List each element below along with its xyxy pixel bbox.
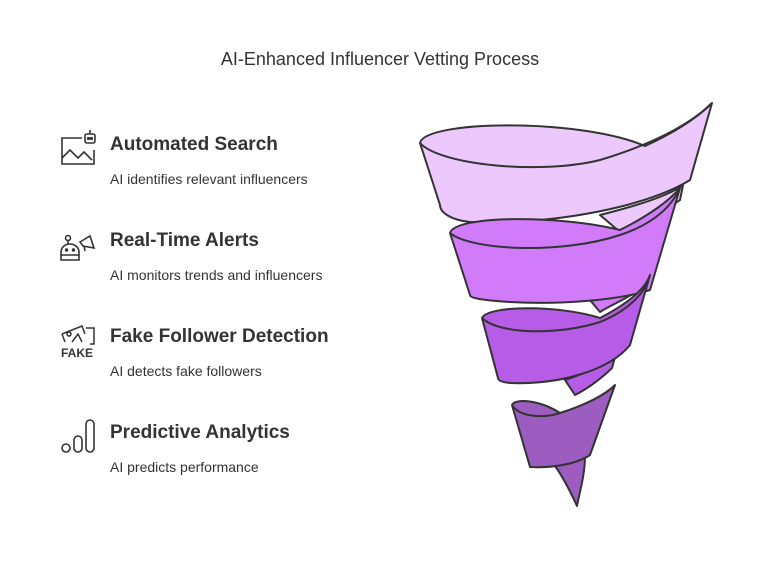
step-description: AI monitors trends and influencers xyxy=(110,267,323,283)
svg-text:FAKE: FAKE xyxy=(61,346,93,360)
fake-image-icon: FAKE xyxy=(61,325,95,360)
step-heading: Automated Search xyxy=(110,134,278,155)
step-heading: Fake Follower Detection xyxy=(110,326,329,347)
robot-megaphone-icon xyxy=(60,234,96,261)
step-heading: Predictive Analytics xyxy=(110,422,290,443)
step-description: AI detects fake followers xyxy=(110,363,262,379)
step-predictive-analytics: Predictive Analytics AI predicts perform… xyxy=(58,412,398,492)
diagram-title: AI-Enhanced Influencer Vetting Process xyxy=(220,49,540,69)
step-description: AI identifies relevant influencers xyxy=(110,171,308,187)
step-automated-search: Automated Search AI identifies relevant … xyxy=(58,124,398,204)
band-4 xyxy=(511,384,616,469)
band-4-tail xyxy=(554,454,586,507)
band-1 xyxy=(419,102,713,224)
step-real-time-alerts: Real-Time Alerts AI monitors trends and … xyxy=(58,220,398,300)
step-fake-follower-detection: FAKE Fake Follower Detection AI detects … xyxy=(58,316,398,396)
image-robot-icon xyxy=(61,130,96,165)
signal-bars-icon xyxy=(61,419,95,453)
step-heading: Real-Time Alerts xyxy=(110,230,259,251)
step-description: AI predicts performance xyxy=(110,459,259,475)
